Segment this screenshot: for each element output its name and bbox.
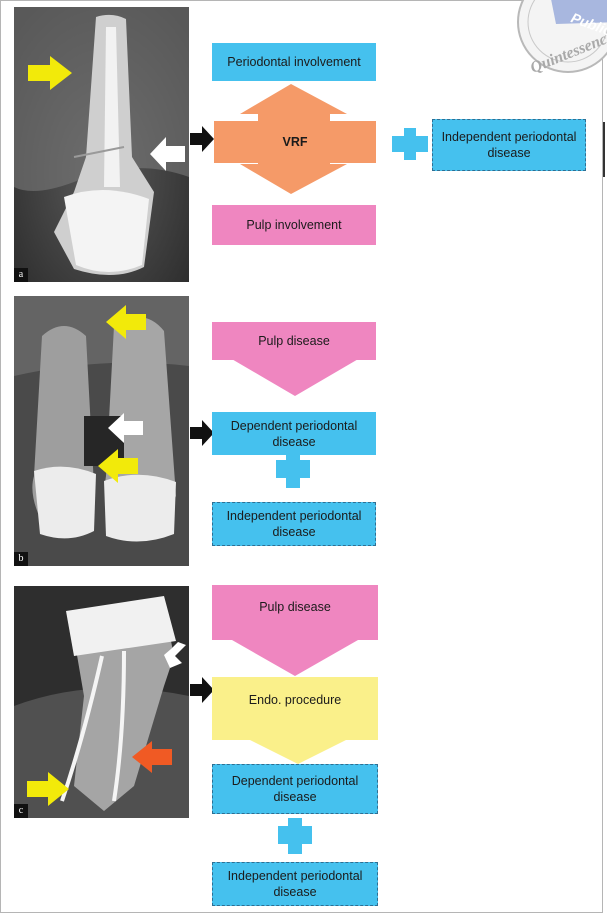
white-arrow-a (150, 137, 185, 171)
black-arrow-a (190, 126, 214, 152)
dependent-periodontal-box-c: Dependent periodontal disease (212, 764, 378, 814)
black-arrow-b (190, 420, 214, 446)
pulp-disease-box-b: Pulp disease (212, 322, 376, 360)
yellow-arrow-b-top (106, 305, 146, 339)
vrf-box: VRF (214, 121, 376, 163)
plus-connector-c (278, 818, 312, 854)
yellow-arrow-a (28, 56, 72, 90)
yellow-arrow-c (27, 772, 69, 806)
independent-periodontal-box-a: Independent periodontal disease (432, 119, 586, 171)
black-arrow-c (190, 677, 214, 703)
pulp-involvement-box: Pulp involvement (212, 205, 376, 245)
independent-periodontal-box-b: Independent periodontal disease (212, 502, 376, 546)
independent-periodontal-box-c: Independent periodontal disease (212, 862, 378, 906)
procedure-arrow-c (250, 740, 346, 764)
plus-connector-a (392, 128, 428, 160)
orange-arrow-c (132, 741, 172, 773)
yellow-arrow-b-bottom (98, 449, 138, 483)
pulp-disease-box-c: Pulp disease (212, 585, 378, 629)
periodontal-involvement-box: Periodontal involvement (212, 43, 376, 81)
white-arrow-c (164, 642, 186, 668)
endo-procedure-box: Endo. procedure (212, 677, 378, 722)
dependent-periodontal-box-b: Dependent periodontal disease (212, 412, 376, 455)
procedure-arrow-stem (212, 722, 378, 740)
white-arrow-b (108, 413, 143, 443)
plus-connector-b (276, 452, 310, 488)
